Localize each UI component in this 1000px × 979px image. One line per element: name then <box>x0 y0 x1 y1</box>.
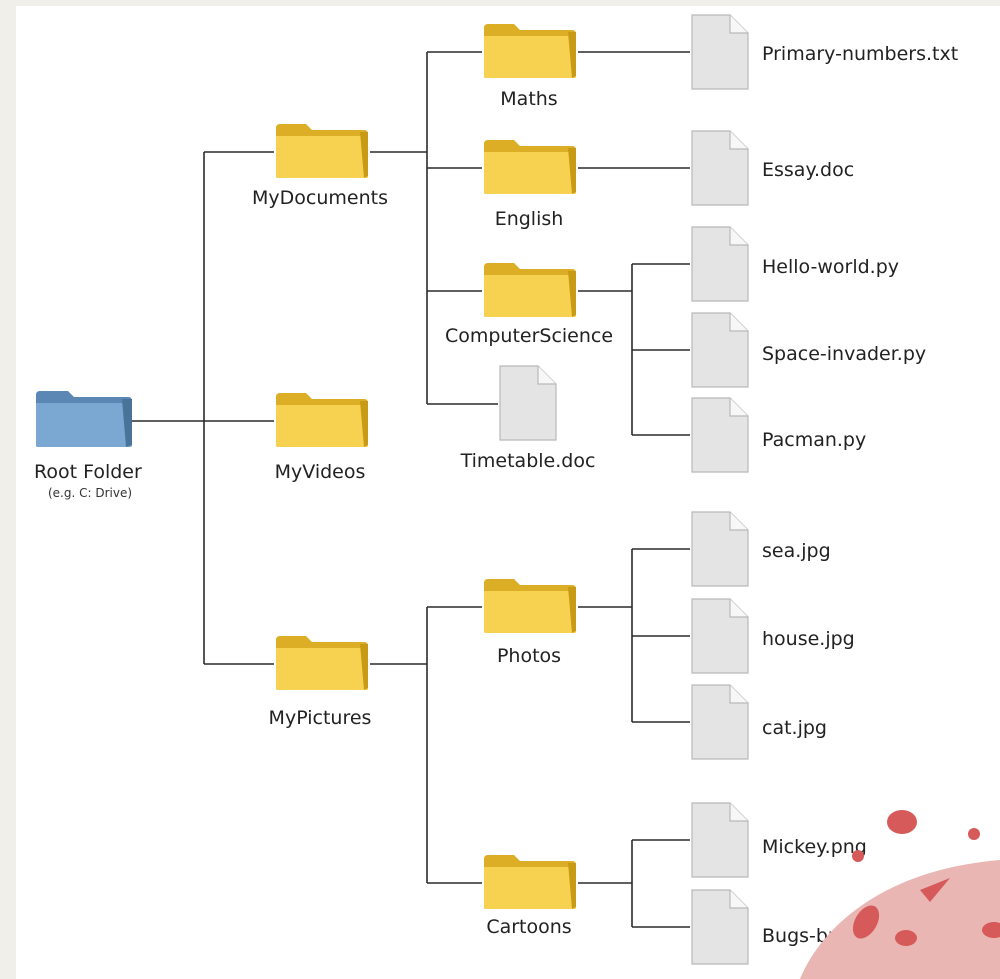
mickey-label: Mickey.png <box>762 836 867 858</box>
essay-label: Essay.doc <box>762 159 855 181</box>
hello-world-label: Hello-world.py <box>762 256 900 278</box>
mickey-file-icon[interactable] <box>690 801 750 879</box>
mypictures-label: MyPictures <box>268 707 372 729</box>
house-label: house.jpg <box>762 628 855 650</box>
mypictures-folder-icon[interactable] <box>274 634 370 692</box>
cat-label: cat.jpg <box>762 717 827 739</box>
photos-label: Photos <box>496 645 562 667</box>
computerscience-folder-icon[interactable] <box>482 261 578 319</box>
english-folder-icon[interactable] <box>482 138 578 196</box>
root-folder-label: Root Folder <box>34 461 142 483</box>
maths-folder-icon[interactable] <box>482 22 578 80</box>
cartoons-label: Cartoons <box>486 916 572 938</box>
myvideos-label: MyVideos <box>274 461 366 483</box>
timetable-file-icon[interactable] <box>498 364 558 442</box>
root-folder-note: (e.g. C: Drive) <box>47 486 133 500</box>
pacman-file-icon[interactable] <box>690 396 750 474</box>
bugs-bunny-file-icon[interactable] <box>690 888 750 966</box>
house-file-icon[interactable] <box>690 597 750 675</box>
photos-folder-icon[interactable] <box>482 577 578 635</box>
timetable-label: Timetable.doc <box>460 450 596 472</box>
cartoons-folder-icon[interactable] <box>482 853 578 911</box>
essay-file-icon[interactable] <box>690 129 750 207</box>
sea-file-icon[interactable] <box>690 510 750 588</box>
primary-numbers-file-icon[interactable] <box>690 13 750 91</box>
computerscience-label: ComputerScience <box>444 325 614 347</box>
pacman-label: Pacman.py <box>762 429 867 451</box>
sea-label: sea.jpg <box>762 540 831 562</box>
myvideos-folder-icon[interactable] <box>274 391 370 449</box>
root-folder-icon[interactable] <box>34 389 134 449</box>
primary-numbers-label: Primary-numbers.txt <box>762 43 959 65</box>
english-label: English <box>494 208 564 230</box>
cat-file-icon[interactable] <box>690 683 750 761</box>
maths-label: Maths <box>500 88 558 110</box>
hello-world-file-icon[interactable] <box>690 225 750 303</box>
mydocuments-folder-icon[interactable] <box>274 122 370 180</box>
space-invader-file-icon[interactable] <box>690 311 750 389</box>
mydocuments-label: MyDocuments <box>252 187 388 209</box>
space-invader-label: Space-invader.py <box>762 343 927 365</box>
